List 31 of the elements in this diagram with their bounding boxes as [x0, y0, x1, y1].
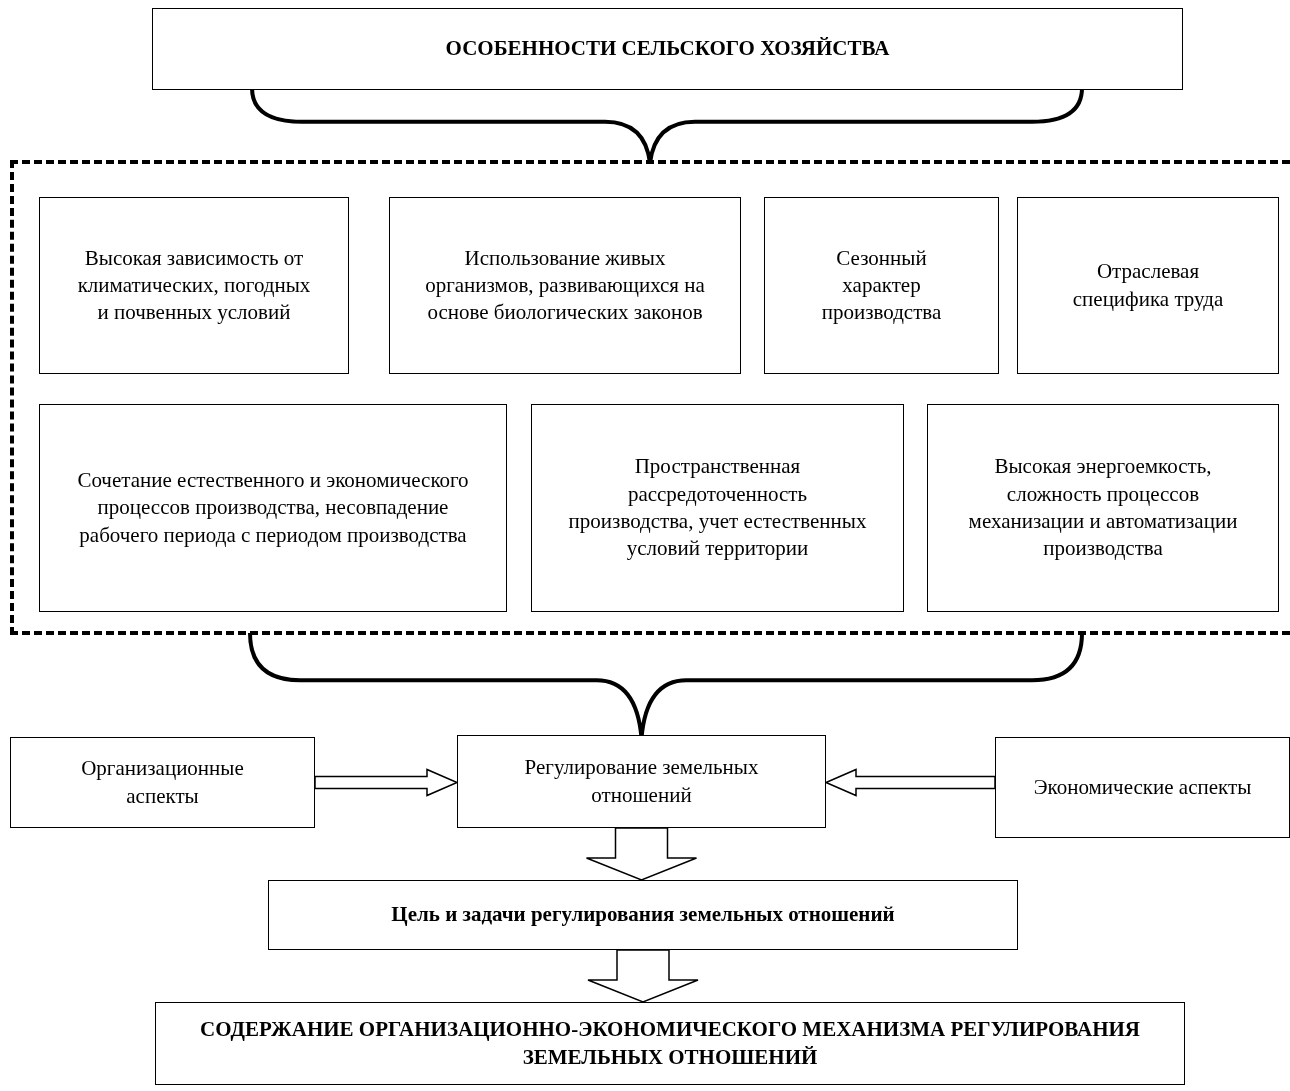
box-label: Высокая зависимость от климатических, погодных и почвенных условий [76, 244, 312, 327]
block-arrow [824, 768, 996, 797]
dashed-frame [10, 160, 1290, 635]
process-box [927, 404, 1279, 612]
process-box [389, 197, 741, 374]
process-box [152, 8, 1183, 90]
process-box [268, 880, 1018, 950]
box-label: Использование живых организмов, развивающихся на основе биологических законов [424, 244, 706, 327]
box-label: СОДЕРЖАНИЕ ОРГАНИЗАЦИОННО-ЭКОНОМИЧЕСКОГО МЕХАНИЗМА РЕГУЛИРОВАНИЯ ЗЕМЕЛЬНЫХ ОТНОШЕНИЙ [199, 1016, 1141, 1071]
process-box [10, 737, 315, 828]
process-box [155, 1002, 1185, 1085]
block-arrow [587, 949, 699, 1003]
box-label: Экономические аспекты [1033, 773, 1252, 801]
process-box [995, 737, 1290, 838]
process-box [1017, 197, 1279, 374]
box-label: ОСОБЕННОСТИ СЕЛЬСКОГО ХОЗЯЙСТВА [445, 35, 890, 63]
process-box [39, 404, 507, 612]
box-label: Регулирование земельных отношений [523, 754, 760, 809]
box-label: Отраслевая специфика труда [1071, 258, 1225, 313]
process-box [531, 404, 904, 612]
process-box [764, 197, 999, 374]
box-label: Высокая энергоемкость, сложность процессов механизации и автоматизации производства [967, 453, 1239, 563]
box-label: Пространственная рассредоточенность производства, учет естественных условий территории [567, 453, 868, 563]
box-label: Организационные аспекты [80, 755, 245, 810]
box-label: Цель и задачи регулирования земельных отношений [391, 901, 895, 929]
box-label: Сочетание естественного и экономического процессов производства, несовпадение рабочего периода с периодом производства [76, 467, 470, 549]
process-box [457, 735, 826, 828]
box-label: Сезонный характер производства [820, 244, 943, 327]
block-arrow [585, 827, 698, 881]
process-box [39, 197, 349, 374]
block-arrow [314, 768, 459, 797]
